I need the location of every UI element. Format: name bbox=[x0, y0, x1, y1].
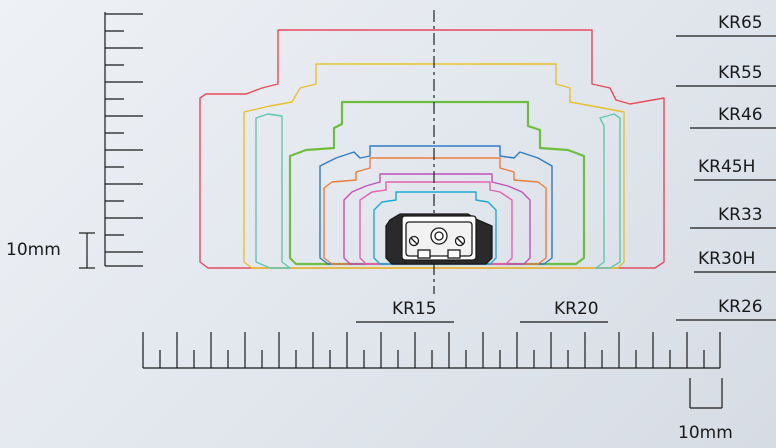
profile-kr15 bbox=[373, 191, 497, 265]
profile-kr45h bbox=[288, 100, 586, 266]
profile-kr30h bbox=[323, 157, 547, 265]
label-kr26: KR26 bbox=[718, 297, 763, 317]
block-profiles bbox=[199, 29, 665, 269]
label-kr20: KR20 bbox=[554, 299, 599, 319]
profile-kr26 bbox=[343, 173, 531, 265]
label-kr30h: KR30H bbox=[698, 249, 755, 269]
label-kr65: KR65 bbox=[718, 13, 763, 33]
profile-kr33 bbox=[319, 145, 553, 265]
model-labels: KR65 KR55 KR46 KR45H KR33 KR30H KR26 KR2… bbox=[392, 13, 763, 319]
rail-cross-section bbox=[385, 213, 493, 265]
vertical-scale-label: 10mm bbox=[6, 240, 61, 260]
label-kr45h: KR45H bbox=[698, 157, 755, 177]
vertical-scale-ruler bbox=[79, 12, 143, 269]
label-kr33: KR33 bbox=[718, 205, 763, 225]
horizontal-scale-label: 10mm bbox=[678, 423, 733, 443]
label-kr15: KR15 bbox=[392, 299, 437, 319]
profile-kr20 bbox=[359, 181, 513, 265]
leader-lines bbox=[356, 35, 776, 323]
label-kr55: KR55 bbox=[718, 63, 763, 83]
profile-kr55 bbox=[243, 63, 625, 269]
profile-kr46-right bbox=[595, 113, 621, 269]
profile-kr46 bbox=[255, 113, 291, 269]
label-kr46: KR46 bbox=[718, 105, 763, 125]
profile-kr65 bbox=[199, 29, 665, 269]
horizontal-scale-ruler bbox=[142, 332, 723, 409]
